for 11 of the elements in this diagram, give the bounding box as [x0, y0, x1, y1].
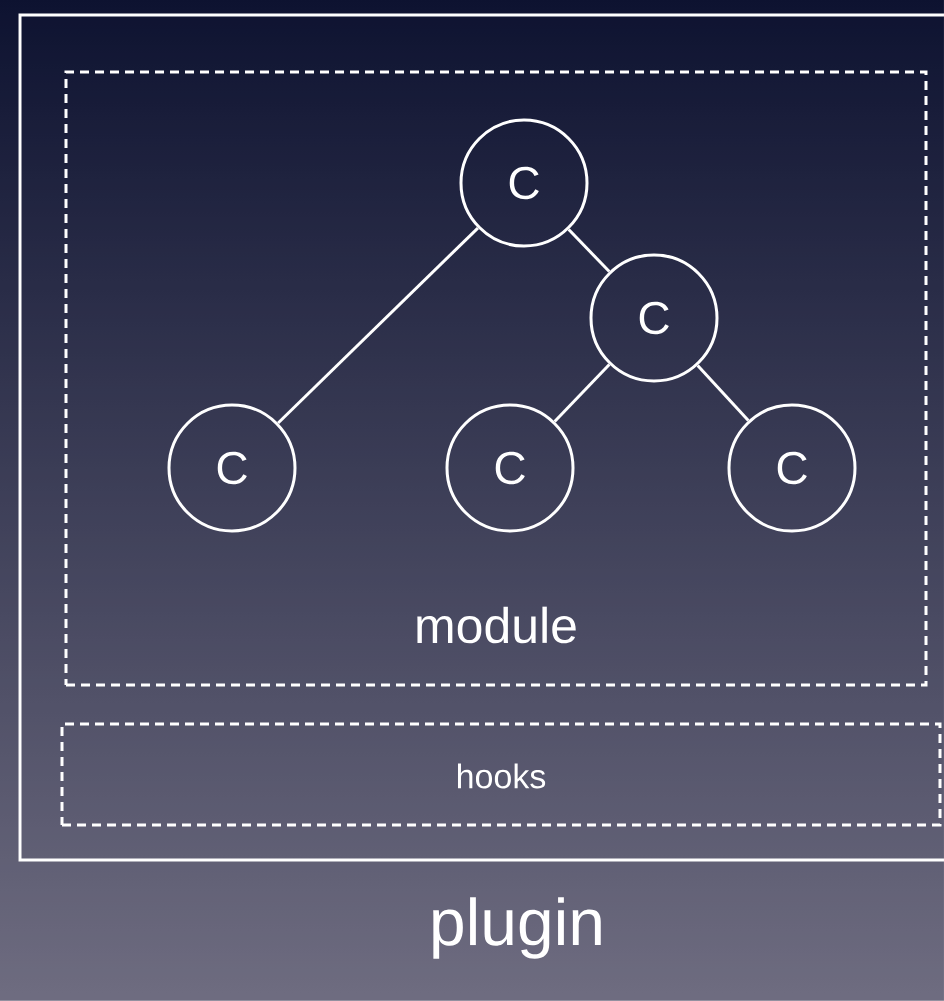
circle-node: C: [167, 403, 297, 533]
connector-line: [553, 363, 611, 423]
dashed-box: hooks: [60, 722, 942, 827]
circle-node: C: [445, 403, 575, 533]
connector-line: [567, 228, 611, 273]
circle-node: C: [727, 403, 857, 533]
circle-node: C: [589, 253, 719, 383]
circle-node: C: [459, 118, 589, 248]
connector-line: [696, 364, 750, 422]
connector-line: [277, 226, 479, 425]
node-label: plugin: [433, 897, 601, 959]
